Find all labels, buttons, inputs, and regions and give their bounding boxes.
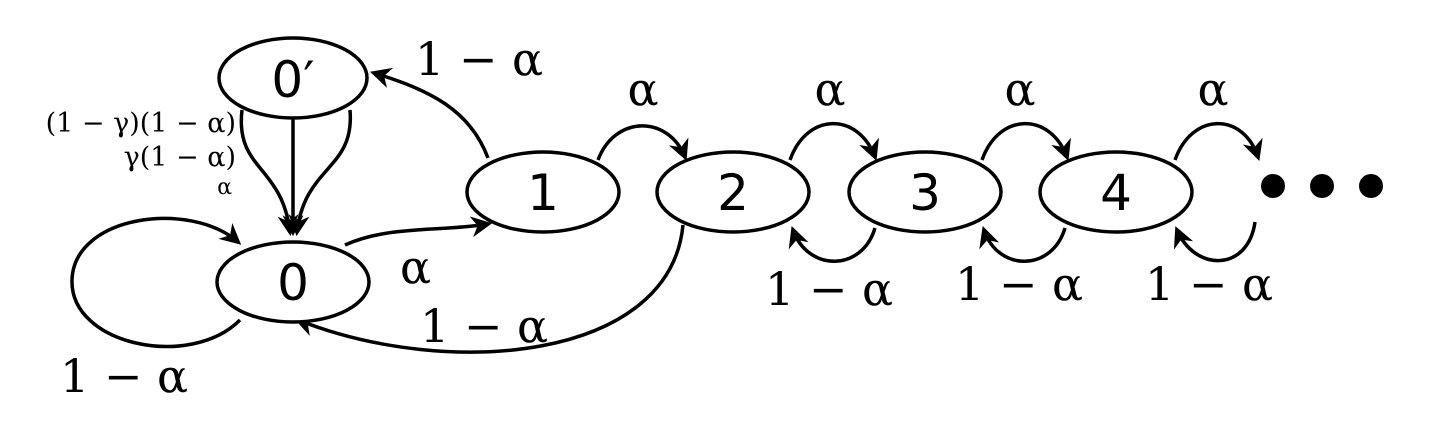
state-node-4 — [1038, 150, 1194, 234]
state-node-0prime — [217, 36, 369, 120]
label-1-to-0prime: 1 − α — [415, 32, 543, 86]
edge-0prime-to-0-right — [288, 109, 353, 237]
ellipsis-dot-3 — [1359, 174, 1383, 198]
state-node-0 — [215, 240, 371, 324]
state-label-4: 4 — [1100, 164, 1132, 222]
state-label-2: 2 — [717, 164, 749, 222]
edge-3-to-2 — [788, 226, 877, 263]
edge-3-to-4 — [980, 121, 1071, 161]
ellipsis-dot-2 — [1310, 174, 1334, 198]
state-label-0: 0 — [277, 254, 309, 312]
edge-0-to-1 — [344, 216, 493, 247]
label-4-to-3: 1 − α — [955, 257, 1083, 311]
label-ellipsis-to-4: 1 − α — [1145, 257, 1273, 311]
edge-2-to-3 — [788, 121, 879, 161]
label-0prime-to-0-center: γ(1 − α) — [124, 142, 236, 173]
state-node-1 — [465, 150, 621, 234]
state-label-3: 3 — [909, 164, 941, 222]
edge-1-to-0prime — [369, 67, 490, 159]
label-0prime-to-0-right: α — [217, 175, 232, 200]
label-0-self-loop: 1 − α — [60, 349, 188, 403]
edge-ellipsis-to-4 — [1173, 221, 1257, 263]
label-1-to-2: α — [627, 62, 658, 116]
edge-1-to-2 — [596, 124, 689, 161]
edge-0-self-loop — [70, 216, 242, 349]
label-2-to-0: 1 − α — [420, 299, 548, 353]
label-4-to-ellipsis: α — [1197, 62, 1228, 116]
state-node-2 — [655, 150, 811, 234]
state-node-3 — [847, 150, 1003, 234]
edge-4-to-ellipsis — [1173, 121, 1263, 161]
edge-4-to-3 — [979, 226, 1067, 263]
state-label-1: 1 — [527, 164, 559, 222]
edge-2-to-0 — [294, 224, 685, 354]
ellipsis-dot-1 — [1261, 174, 1285, 198]
label-0-to-1: α — [400, 240, 431, 294]
label-3-to-4: α — [1004, 62, 1035, 116]
state-label-0prime: 0′ — [271, 51, 314, 109]
edge-0prime-to-0-left — [239, 109, 299, 237]
label-0prime-to-0-left: (1 − γ)(1 − α) — [46, 108, 236, 139]
label-3-to-2: 1 − α — [765, 262, 893, 316]
label-2-to-3: α — [814, 62, 845, 116]
